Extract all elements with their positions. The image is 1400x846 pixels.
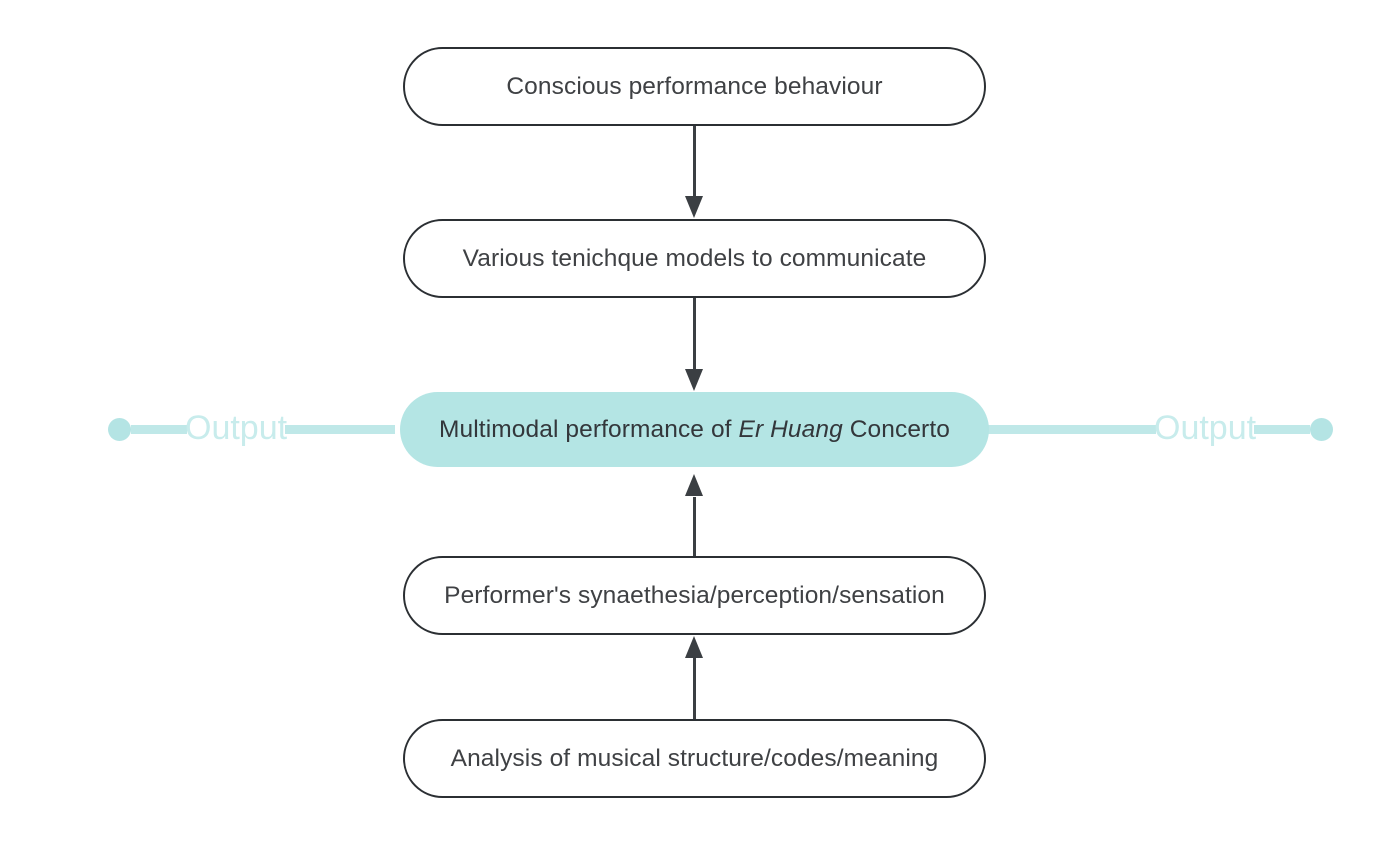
branch-line-segment-outer-left — [131, 425, 187, 434]
arrow-shaft — [692, 658, 696, 719]
output-label-right: Output — [1154, 408, 1257, 447]
output-label-left: Output — [185, 408, 288, 447]
node-label: Multimodal performance of Er Huang Conce… — [439, 416, 950, 444]
node-label: Conscious performance behaviour — [506, 72, 883, 100]
arrow-head-down-icon — [685, 196, 703, 218]
node-label: Performer's synaethesia/perception/sensa… — [444, 581, 945, 609]
node-label-suffix: Concerto — [849, 415, 950, 443]
branch-line-segment-inner-right — [982, 425, 1156, 434]
node-label-prefix: Multimodal performance of — [439, 415, 732, 443]
arrow-shaft — [692, 126, 696, 198]
branch-line-segment-inner-left — [285, 425, 396, 434]
arrow-head-up-icon — [685, 474, 703, 496]
branch-line-segment-outer-right — [1254, 425, 1311, 434]
node-label-emphasis: Er Huang — [738, 415, 843, 443]
branch-endpoint-dot-right — [1310, 418, 1334, 441]
node-label: Analysis of musical structure/codes/mean… — [450, 744, 939, 772]
node-performer-synaesthesia: Performer's synaethesia/perception/sensa… — [403, 556, 986, 635]
output-branch-left: Output — [108, 411, 396, 445]
node-conscious-performance-behaviour: Conscious performance behaviour — [403, 47, 986, 126]
arrow-shaft — [692, 298, 696, 371]
node-multimodal-performance-er-huang-concerto: Multimodal performance of Er Huang Conce… — [400, 392, 989, 467]
node-analysis-of-musical-structure: Analysis of musical structure/codes/mean… — [403, 719, 986, 798]
output-branch-right: Output — [982, 411, 1334, 445]
branch-endpoint-dot-left — [108, 418, 131, 441]
arrow-head-down-icon — [685, 369, 703, 391]
arrow-head-up-icon — [685, 636, 703, 658]
node-label: Various tenichque models to communicate — [462, 244, 927, 272]
arrow-shaft — [692, 497, 696, 556]
node-various-technique-models: Various tenichque models to communicate — [403, 219, 986, 298]
